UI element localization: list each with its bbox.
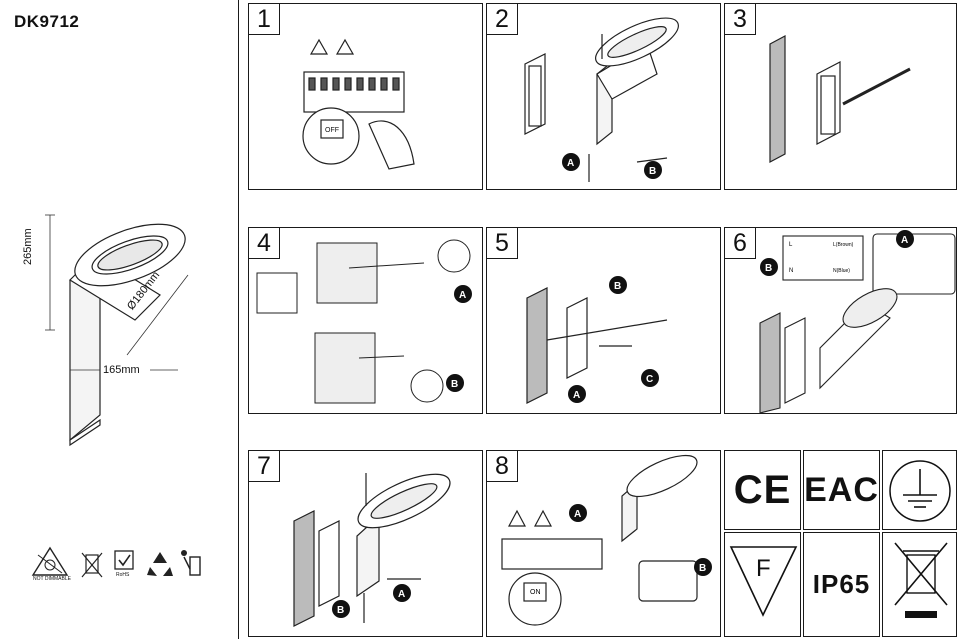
ground-mark: [882, 450, 957, 530]
wiring-brown: L(Brown): [833, 242, 854, 248]
weee-mark: [882, 532, 957, 637]
marker-a: [569, 504, 587, 522]
wiring-illustration: L N L(Brown) N(Blue) B A: [759, 230, 956, 413]
marker-a: [393, 584, 411, 602]
on-label: ON: [530, 589, 541, 596]
wiring-l: L: [789, 242, 793, 248]
marker-a: [896, 230, 914, 248]
step-number: 5: [487, 228, 518, 259]
not-dimmable-label: NOT DIMMABLE: [33, 576, 71, 582]
not-dimmable-icon: [31, 546, 69, 576]
marker-b-text: B: [614, 281, 621, 292]
recycle-icon: [147, 552, 173, 576]
step-6-panel: 6 L N L(Brown) N(Blue) B A: [724, 227, 957, 414]
marker-c-text: C: [646, 374, 653, 385]
width-dimension: 165mm: [103, 364, 140, 376]
step-number: 1: [249, 4, 280, 35]
marker-a-text: A: [901, 235, 908, 246]
marker-b-text: B: [699, 563, 706, 574]
crossed-bin-icon: [894, 542, 948, 618]
step-7-panel: 7 A B: [248, 450, 483, 637]
step-4-panel: 4 A B: [248, 227, 483, 414]
rohs-label: RoHS: [116, 572, 130, 578]
eac-text: EAC: [804, 470, 879, 509]
marker-b-text: B: [337, 605, 344, 616]
ce-mark: CE: [724, 450, 801, 530]
marker-a-text: A: [567, 158, 574, 169]
step-2-panel: 2 A B: [486, 3, 721, 190]
ip65-mark: IP65: [803, 532, 880, 637]
step-number: 2: [487, 4, 518, 35]
ip65-text: IP65: [812, 569, 871, 599]
compliance-icons-row: NOT DIMMABLE RoHS: [30, 545, 230, 585]
f-text: F: [756, 555, 771, 582]
f-mark: F: [724, 532, 801, 637]
power-on-illustration: ON A B: [501, 454, 712, 626]
wiring-blue: N(Blue): [833, 268, 850, 274]
marker-b-text: B: [451, 379, 458, 390]
marker-a-text: A: [398, 589, 405, 600]
marker-a: [568, 385, 586, 403]
marker-b: [644, 161, 662, 179]
mark-holes-illustration: [769, 35, 911, 163]
off-label: OFF: [325, 127, 339, 134]
marker-b: [760, 258, 778, 276]
marker-b: [609, 276, 627, 294]
marker-b: [446, 374, 464, 392]
marker-c: [641, 369, 659, 387]
step-number: 4: [249, 228, 280, 259]
weee-bin-icon: [81, 552, 103, 578]
step-5-panel: 5 A B C: [486, 227, 721, 414]
trash-bin-icon: [181, 550, 201, 576]
wiring-n: N: [789, 268, 793, 274]
attach-luminaire-illustration: A B: [293, 473, 451, 627]
rohs-icon: [114, 550, 134, 570]
step-number: 7: [249, 451, 280, 482]
step-1-panel: 1 OFF: [248, 3, 483, 190]
drill-holes-illustration: A B: [256, 239, 472, 404]
ce-text: CE: [733, 467, 792, 512]
marker-a: [454, 285, 472, 303]
step-number: 8: [487, 451, 518, 482]
breaker-panel-illustration: OFF: [302, 38, 415, 170]
earth-ground-icon: [889, 460, 951, 522]
mount-bracket-illustration: A B C: [526, 276, 668, 404]
step-3-panel: 3: [724, 3, 957, 190]
height-dimension: 265mm: [22, 228, 34, 265]
product-overview-pane: DK9712 265mm Ø180mm 165mm NOT DIMMABLE: [0, 0, 239, 639]
step-number: 3: [725, 4, 756, 35]
model-number: DK9712: [14, 12, 80, 31]
f-triangle-icon: [729, 546, 798, 617]
marker-a: [562, 153, 580, 171]
marker-b: [694, 558, 712, 576]
marker-a-text: A: [459, 290, 466, 301]
marker-a-text: A: [574, 509, 581, 520]
eac-mark: EAC: [803, 450, 880, 530]
marker-b-text: B: [649, 166, 656, 177]
remove-cover-illustration: A B: [524, 17, 679, 182]
step-number: 6: [725, 228, 756, 259]
step-8-panel: 8 ON A B: [486, 450, 721, 637]
marker-b: [332, 600, 350, 618]
marker-b-text: B: [765, 263, 772, 274]
product-drawing: [45, 214, 189, 447]
marker-a-text: A: [573, 390, 580, 401]
